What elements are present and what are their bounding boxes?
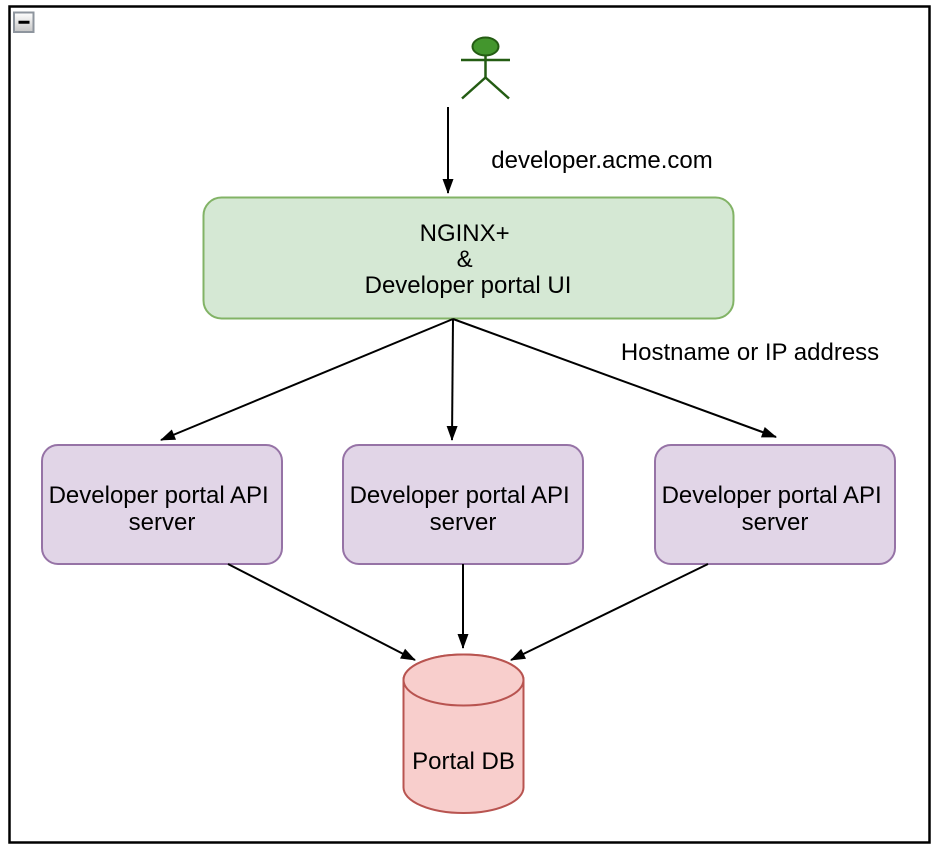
api-server-label-2-line-2: server [430,509,497,536]
collapse-button[interactable] [13,11,35,33]
edge-server-3-to-db [510,563,709,661]
api-server-label-1-line-1: Developer portal API [49,482,269,509]
db-cylinder-top [402,653,525,707]
gateway-label-line-3: Developer portal UI [365,272,572,299]
user-actor-icon[interactable] [461,36,510,100]
gateway-label: NGINX+ & Developer portal UI [365,220,572,299]
actor-leg-right [484,76,510,100]
gateway-node[interactable] [202,196,735,320]
api-server-node-1[interactable] [41,444,283,565]
api-server-label-1: Developer portal API server [49,482,276,536]
api-server-label-3-line-1: Developer portal API [662,482,882,509]
api-server-label-3-line-2: server [742,509,809,536]
api-server-label-3: Developer portal API server [662,482,889,536]
api-server-node-3[interactable] [654,444,896,565]
db-node[interactable]: Portal DB [402,653,525,814]
edge-gateway-to-server-2 [446,318,458,441]
edge-gateway-to-server-3 [452,318,777,438]
gateway-label-line-2: & [457,246,473,273]
edge-gateway-to-server-1 [160,318,454,441]
api-server-label-1-line-2: server [129,509,196,536]
db-label: Portal DB [412,748,515,775]
api-server-label-2-line-1: Developer portal API [350,482,570,509]
edge-label-hostname: Hostname or IP address [621,339,879,366]
actor-leg-left [461,76,487,100]
edge-server-1-to-db [227,563,416,661]
actor-head [471,36,500,57]
gateway-label-line-1: NGINX+ [420,220,510,247]
edge-label-user-domain: developer.acme.com [491,147,712,174]
api-server-label-2: Developer portal API server [350,482,577,536]
